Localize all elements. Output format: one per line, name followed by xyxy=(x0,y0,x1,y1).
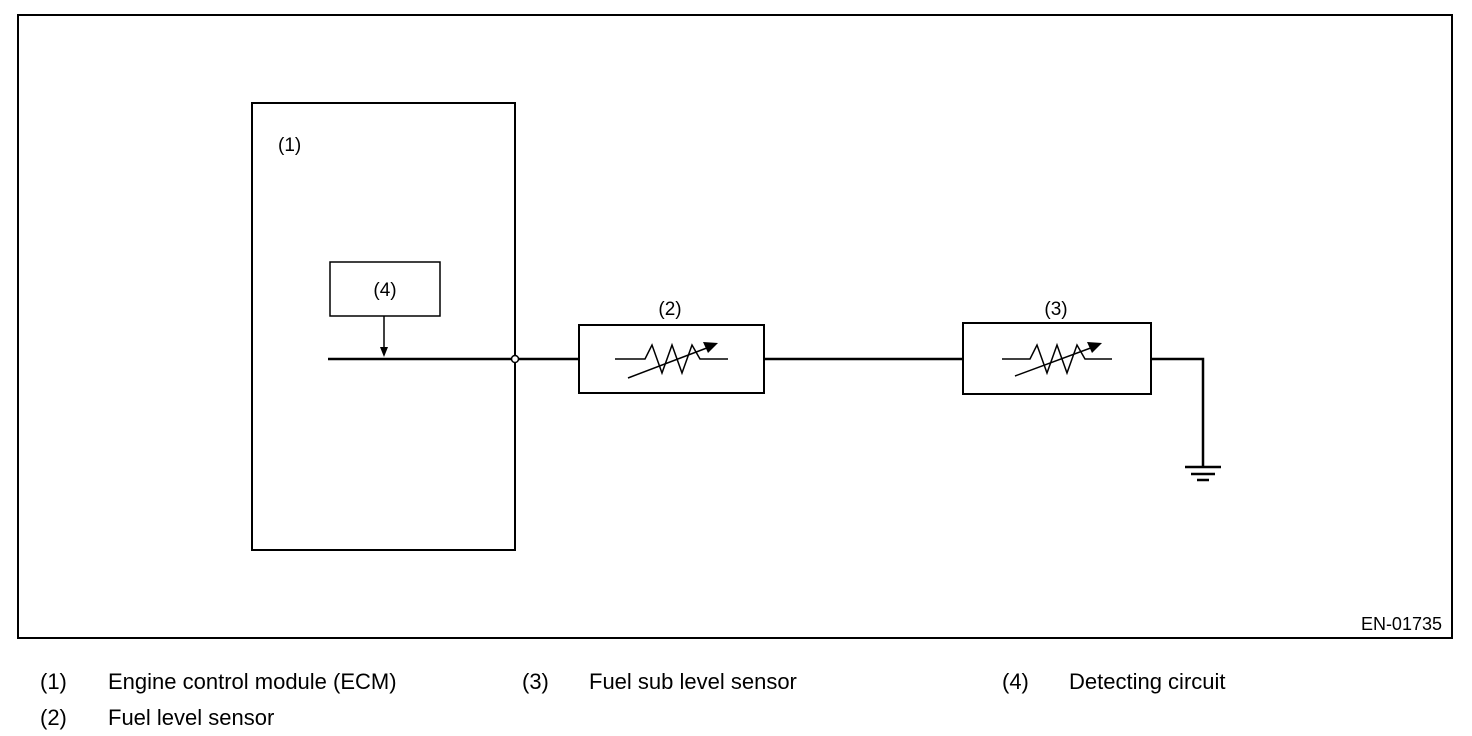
ecm-box xyxy=(251,102,516,551)
variable-resistor-icon xyxy=(615,342,728,376)
fuel-level-sensor-marker: (2) xyxy=(658,299,681,320)
fuel-sub-level-sensor-box xyxy=(962,322,1152,395)
ground-icon xyxy=(1185,465,1221,482)
diagram-frame xyxy=(17,14,1453,639)
legend-number: (3) xyxy=(522,669,549,694)
legend-number: (2) xyxy=(40,705,67,730)
variable-resistor-arrowhead xyxy=(703,342,718,353)
fuel-sub-level-sensor-marker: (3) xyxy=(1044,299,1067,320)
ecm-marker: (1) xyxy=(278,135,301,156)
figure-id: EN-01735 xyxy=(1361,614,1442,634)
variable-resistor-arrow-shaft xyxy=(1014,345,1097,377)
detecting-circuit-box xyxy=(329,261,441,317)
legend-number: (4) xyxy=(1002,669,1029,694)
legend-text: Fuel sub level sensor xyxy=(589,669,797,694)
ground-wire xyxy=(1151,357,1205,467)
legend-text: Fuel level sensor xyxy=(108,705,275,730)
legend-number: (1) xyxy=(40,669,67,694)
variable-resistor-arrowhead xyxy=(1087,342,1102,353)
legend-text: Engine control module (ECM) xyxy=(108,669,397,694)
variable-resistor-arrow-shaft xyxy=(627,345,713,379)
detecting-arrow-head xyxy=(380,347,388,357)
legend-text: Detecting circuit xyxy=(1069,669,1226,694)
variable-resistor-icon xyxy=(1002,342,1112,376)
detecting-circuit-marker: (4) xyxy=(373,280,396,301)
fuel-level-sensor-box xyxy=(578,324,765,394)
ecm-terminal xyxy=(510,354,520,364)
